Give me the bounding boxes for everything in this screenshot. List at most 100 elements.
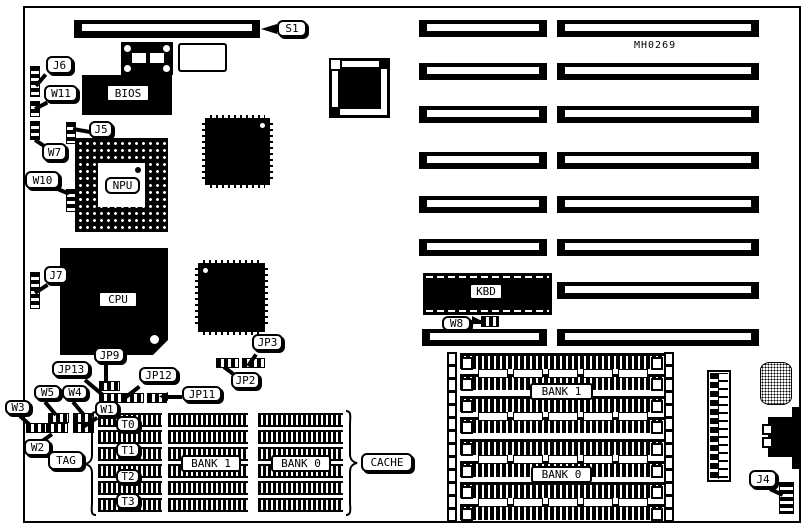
jumper-w2 xyxy=(46,423,68,433)
simm-chip-outline xyxy=(478,498,508,507)
keyboard-connector-plug-2 xyxy=(762,437,773,448)
callout-w3: W3 xyxy=(5,400,31,415)
simm-chip-outline xyxy=(478,412,508,421)
callout-w7: W7 xyxy=(42,143,67,161)
callout-w8: W8 xyxy=(442,316,471,331)
callout-w10: W10 xyxy=(25,171,60,189)
tag-chip-label-t3: T3 xyxy=(116,493,140,509)
callout-jp2: JP2 xyxy=(231,372,260,389)
din-connector-pad xyxy=(760,362,792,405)
tag-chip-label-t1: T1 xyxy=(116,442,140,458)
simm-socket xyxy=(460,353,664,370)
isa-slot xyxy=(557,152,759,169)
voltage-regulator-component xyxy=(121,42,173,75)
callout-jp13: JP13 xyxy=(52,361,90,377)
jumper-jp9 xyxy=(99,381,120,391)
cache-chip xyxy=(168,430,248,444)
simm-chip-outline xyxy=(583,498,613,507)
cache-label: CACHE xyxy=(361,453,413,472)
simm-chip-outline xyxy=(548,498,578,507)
cache-chip xyxy=(258,430,343,444)
isa-slot xyxy=(419,152,547,169)
callout-w2: W2 xyxy=(24,439,51,456)
callout-jp3: JP3 xyxy=(252,334,283,351)
isa-slot xyxy=(422,329,547,346)
simm-rail-left xyxy=(447,352,457,522)
cache-chip xyxy=(258,481,343,495)
tag-chip-label-t2: T2 xyxy=(116,469,140,484)
isa-slot xyxy=(419,63,547,80)
keyboard-connector-plug-1 xyxy=(762,424,773,435)
simm-socket xyxy=(460,482,664,499)
simm-chip-outline xyxy=(513,455,543,464)
simm-chip-outline xyxy=(548,369,578,378)
callout-w1: W1 xyxy=(95,401,119,417)
callout-jp12: JP12 xyxy=(139,367,178,383)
jp11-arrow xyxy=(159,392,168,401)
isa-slot xyxy=(557,20,759,37)
memory-bank1-label: BANK 1 xyxy=(530,383,593,400)
s1-arrow xyxy=(261,24,277,34)
w8-arrow xyxy=(472,316,481,325)
callout-j5: J5 xyxy=(89,121,113,138)
simm-chip-outline xyxy=(618,455,648,464)
simm-chip-outline xyxy=(618,412,648,421)
simm-chip-outline xyxy=(583,455,613,464)
cache-chip xyxy=(168,481,248,495)
qfp-chip-b xyxy=(195,260,268,335)
simm-chip-outline xyxy=(513,369,543,378)
tag-chip-label-t0: T0 xyxy=(116,416,140,432)
chip-bios-label: BIOS xyxy=(106,84,150,102)
callout-s1: S1 xyxy=(277,20,307,37)
simm-rail-right xyxy=(664,352,674,522)
s1-connector xyxy=(74,20,260,38)
simm-chip-outline xyxy=(548,455,578,464)
callout-w5: W5 xyxy=(34,385,61,400)
simm-chip-outline xyxy=(548,412,578,421)
isa-slot xyxy=(557,196,759,213)
callout-jp9: JP9 xyxy=(94,347,125,363)
simm-chip-outline xyxy=(513,412,543,421)
simm-chip-outline xyxy=(478,369,508,378)
simm-chip-outline xyxy=(583,369,613,378)
memory-bank0-label: BANK 0 xyxy=(531,466,592,483)
jumper-w5 xyxy=(48,413,69,423)
power-connector xyxy=(707,370,731,482)
cache-bank1-label: BANK 1 xyxy=(181,455,241,472)
isa-slot xyxy=(557,329,759,346)
cache-chip xyxy=(168,413,248,427)
cache-chip xyxy=(168,498,248,512)
jumper-w8 xyxy=(481,316,499,327)
part-number: MH0269 xyxy=(634,40,677,51)
tag-label: TAG xyxy=(48,451,84,470)
tail-jp11 xyxy=(166,395,182,399)
npu-label: NPU xyxy=(105,177,140,194)
simm-chip-outline xyxy=(618,498,648,507)
tag-brace xyxy=(84,411,97,516)
keyboard-connector-bar xyxy=(792,407,801,469)
isa-slot xyxy=(419,239,547,256)
callout-w11: W11 xyxy=(44,85,78,102)
qfp-chip-a xyxy=(202,115,273,188)
simm-chip-outline xyxy=(478,455,508,464)
jumper-j4 xyxy=(779,482,794,514)
board-outline xyxy=(23,6,801,523)
isa-slot xyxy=(557,63,759,80)
callout-w4: W4 xyxy=(62,385,88,400)
callout-j6: J6 xyxy=(46,56,73,74)
callout-j4: J4 xyxy=(749,470,777,488)
isa-slot xyxy=(557,282,759,299)
jumper-j5 xyxy=(66,122,76,144)
isa-slot xyxy=(557,239,759,256)
kbd-label: KBD xyxy=(469,283,503,300)
simm-chip-outline xyxy=(513,498,543,507)
callout-j7: J7 xyxy=(44,266,68,284)
simm-socket xyxy=(460,439,664,456)
isa-slot xyxy=(419,196,547,213)
cache-chip xyxy=(258,413,343,427)
isa-slot xyxy=(557,106,759,123)
plcc-socket xyxy=(329,58,390,118)
cache-chip xyxy=(258,498,343,512)
simm-chip-outline xyxy=(583,412,613,421)
